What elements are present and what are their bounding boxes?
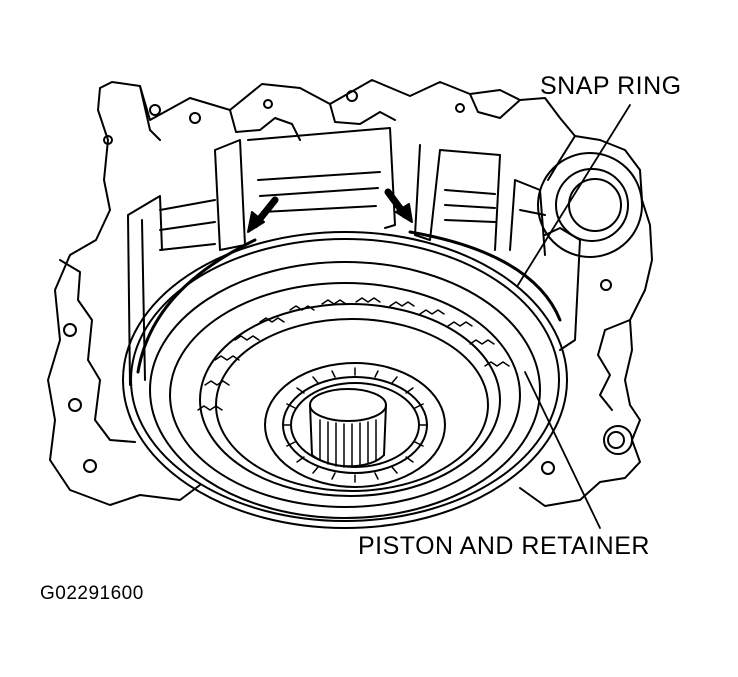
piston-and-retainer-label: PISTON AND RETAINER xyxy=(358,532,650,560)
transmission-case xyxy=(47,79,653,507)
piston-and-retainer xyxy=(149,261,541,519)
clutch-drum xyxy=(127,127,581,386)
arrow-right xyxy=(384,188,413,223)
snap-ring-label: SNAP RING xyxy=(540,72,682,100)
figure-id: G02291600 xyxy=(40,583,144,604)
return-springs xyxy=(197,297,510,411)
snap-ring-leader-line xyxy=(517,104,631,286)
arrow-left xyxy=(247,196,279,233)
bolt-holes xyxy=(63,90,633,475)
thrust-bearing xyxy=(264,362,446,488)
snap-ring xyxy=(122,230,568,529)
piston-leader-line xyxy=(524,371,601,529)
input-shaft-hub xyxy=(309,388,387,468)
case-boss xyxy=(537,152,643,258)
